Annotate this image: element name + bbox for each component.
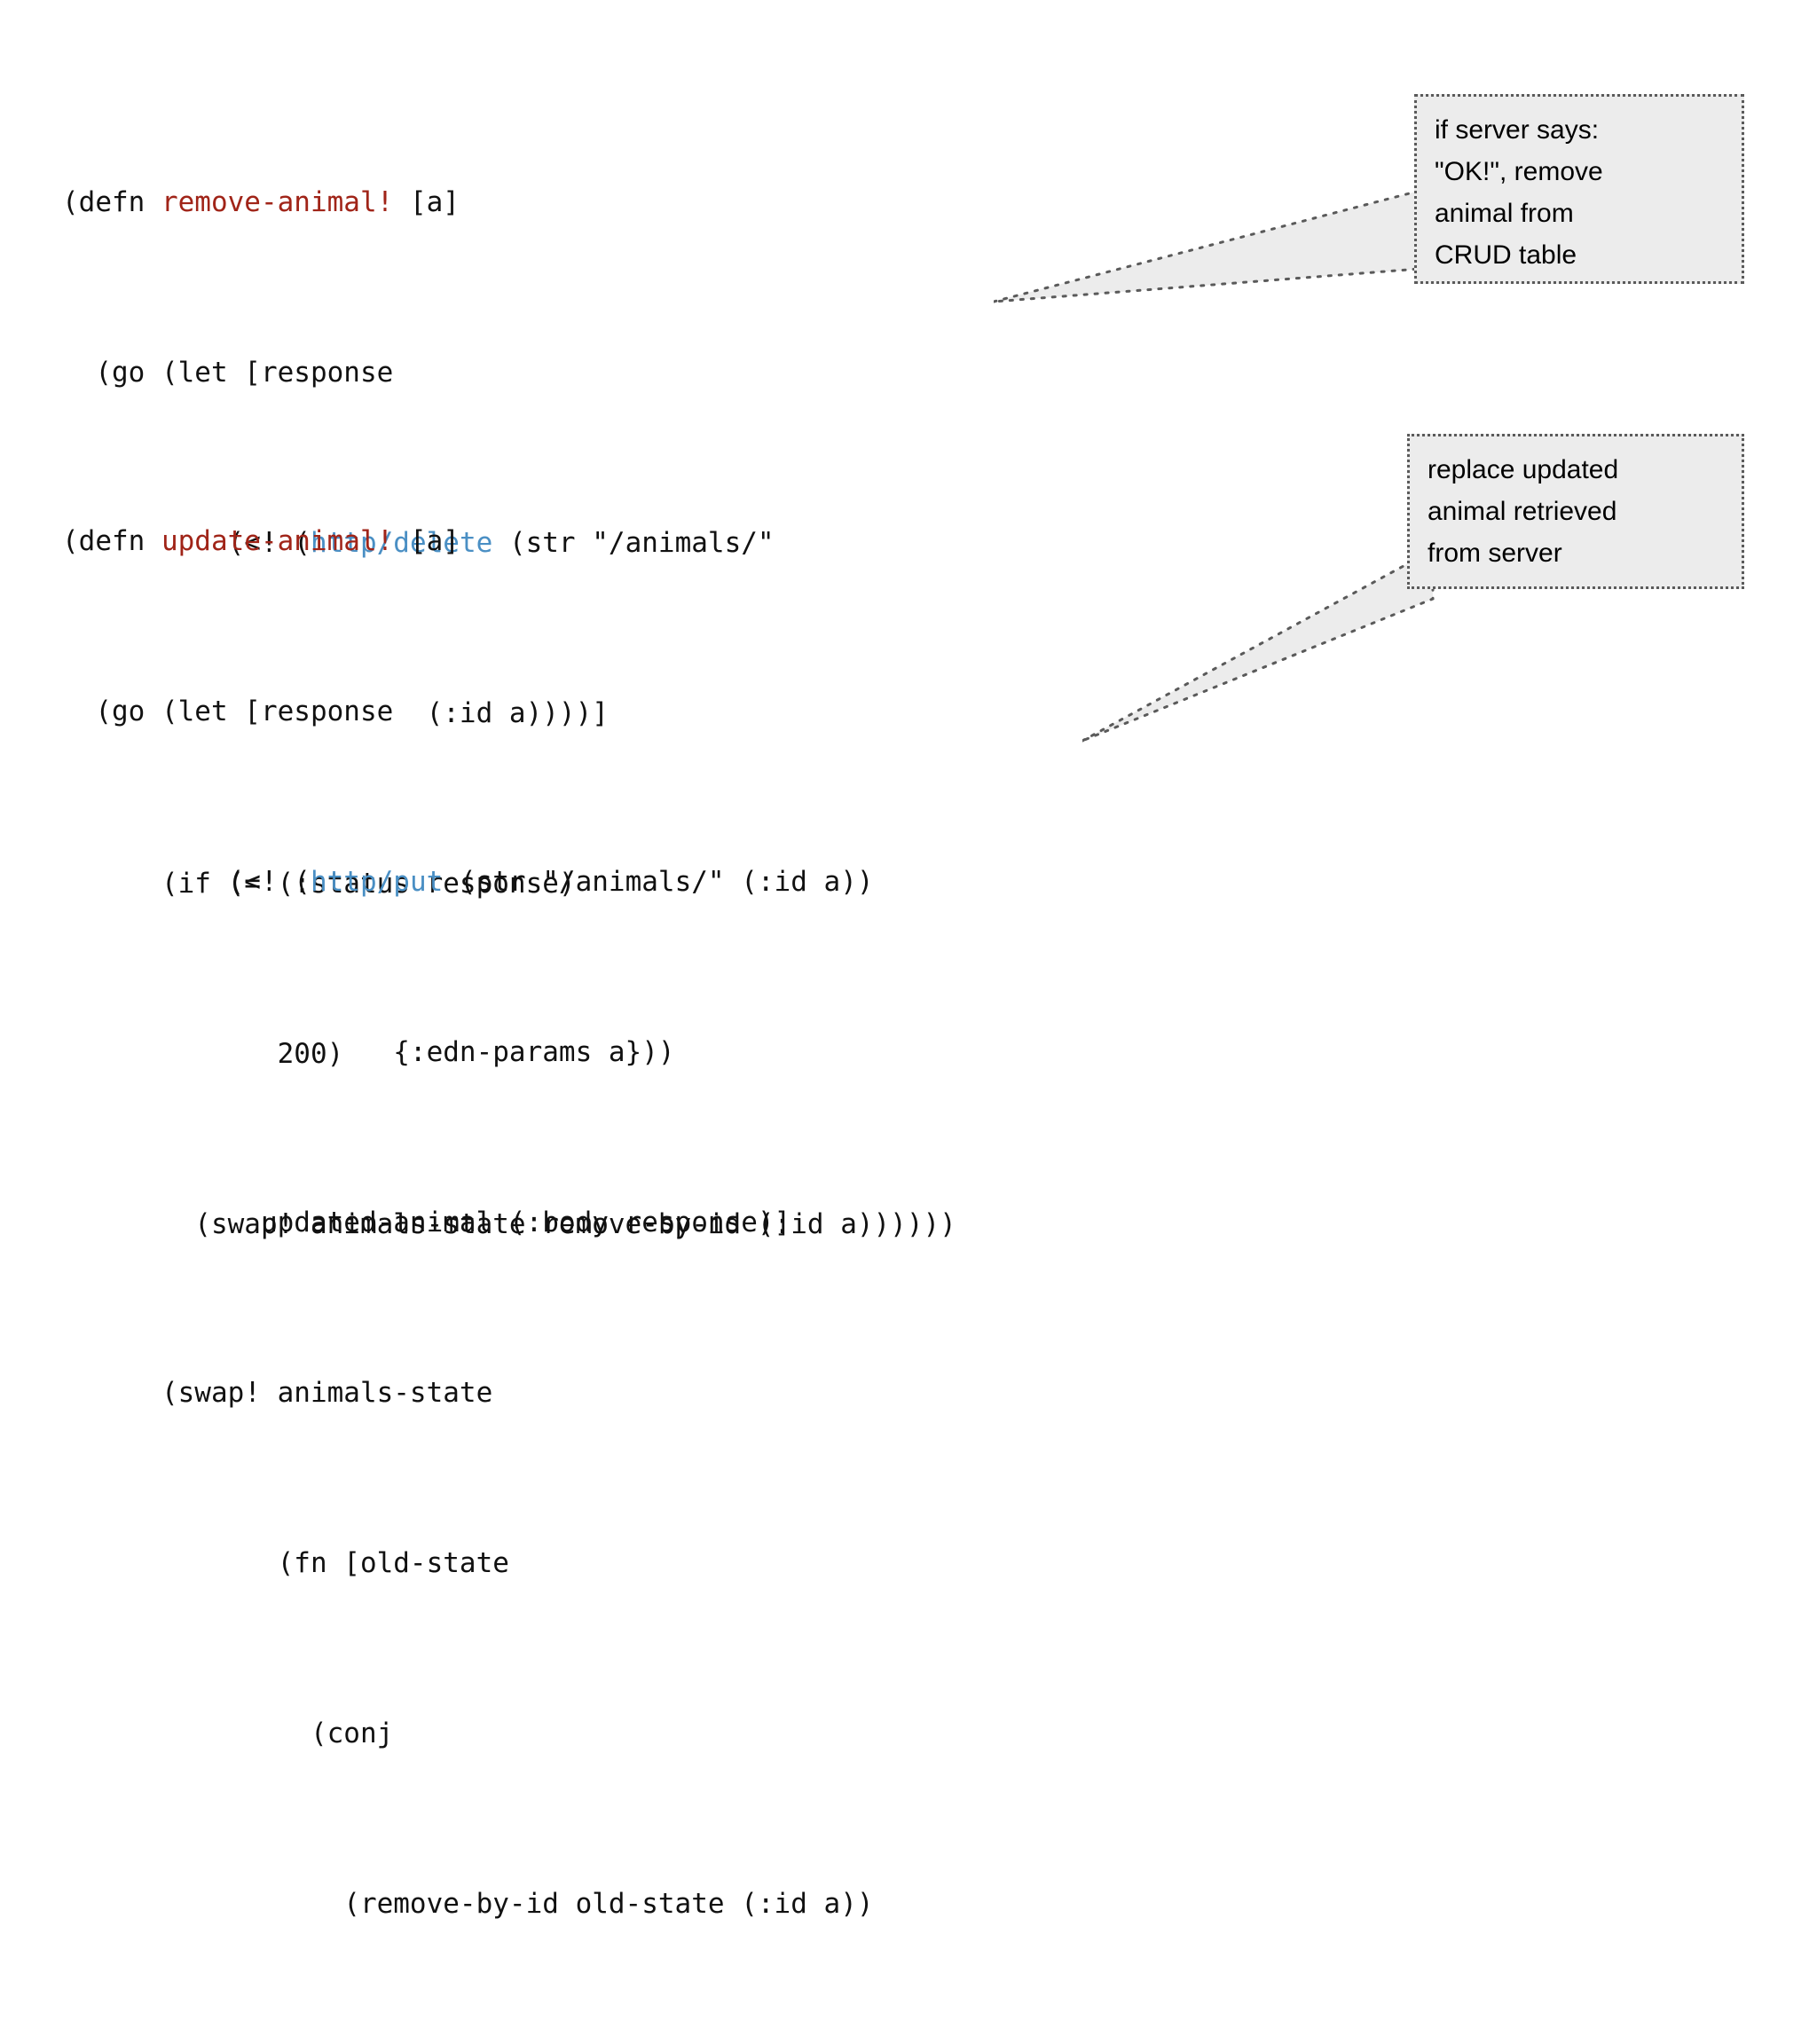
leader-shape: [1082, 550, 1435, 743]
callout-line: replace updated: [1428, 455, 1619, 484]
code-line: (swap! animals-state: [62, 1372, 874, 1414]
callout-line: "OK!", remove: [1435, 157, 1603, 186]
code-line: (<! (http/delete (str "/animals/": [62, 522, 956, 564]
code-line: (<! (http/put (str "/animals/" (:id a)): [62, 861, 874, 903]
code-token-fn-name: update-animal!: [161, 525, 394, 557]
code-token: updated-animal (:body response)]: [62, 1207, 791, 1238]
code-line: (conj: [62, 1712, 874, 1755]
code-token: {:edn-params a})): [62, 1036, 675, 1068]
code-block-update-animal: (defn update-animal! [a] (go (let [respo…: [62, 392, 874, 2044]
code-line: (defn remove-animal! [a]: [62, 181, 956, 224]
code-line: (go (let [response: [62, 690, 874, 733]
code-token: (<! (: [62, 866, 311, 898]
code-token: (str "/animals/" (:id a)): [443, 866, 874, 898]
callout-leader-update: [1082, 550, 1435, 743]
code-line: updated-animal (:body response)]: [62, 1201, 874, 1244]
code-token: (fn [old-state: [62, 1547, 509, 1579]
code-line: (fn [old-state: [62, 1542, 874, 1584]
callout-leader-remove: [994, 191, 1421, 303]
code-line: (:id a))))]: [62, 692, 956, 735]
code-token: [a]: [393, 525, 460, 557]
code-token: (go (let [response: [62, 696, 394, 727]
code-line: (defn update-animal! [a]: [62, 520, 874, 562]
callout-update-animal: replace updated animal retrieved from se…: [1407, 434, 1744, 589]
code-line: (remove-by-id old-state (:id a)): [62, 1883, 874, 1925]
code-line: {:edn-params a})): [62, 1031, 874, 1073]
code-token: (go (let [response: [62, 357, 394, 389]
callout-line: if server says:: [1435, 115, 1600, 145]
code-token: (<! (: [62, 527, 311, 559]
code-token: (conj: [62, 1718, 394, 1749]
callout-line: animal retrieved: [1428, 497, 1617, 526]
code-token: (str "/animals/": [492, 527, 775, 559]
code-token: (swap! animals-state: [62, 1377, 493, 1409]
code-token: [a]: [393, 186, 460, 218]
code-line: (go (let [response: [62, 351, 956, 394]
code-token: (if (= (:status response): [62, 868, 576, 900]
code-token: (remove-by-id old-state (:id a)): [62, 1888, 874, 1920]
code-line: (if (= (:status response): [62, 862, 956, 905]
leader-shape: [994, 191, 1421, 303]
code-token: (:id a))))]: [62, 697, 609, 729]
code-token: (defn: [62, 525, 161, 557]
callout-line: CRUD table: [1435, 240, 1577, 270]
code-token: (defn: [62, 186, 161, 218]
callout-line: from server: [1428, 539, 1562, 568]
code-token-http-fn: http/delete: [310, 527, 493, 559]
callout-remove-animal: if server says: "OK!", remove animal fro…: [1414, 94, 1744, 284]
code-token-http-fn: http/put: [310, 866, 444, 898]
code-token-fn-name: remove-animal!: [161, 186, 394, 218]
slide-canvas: (defn remove-animal! [a] (go (let [respo…: [62, 94, 1744, 1920]
callout-line: animal from: [1435, 199, 1574, 228]
